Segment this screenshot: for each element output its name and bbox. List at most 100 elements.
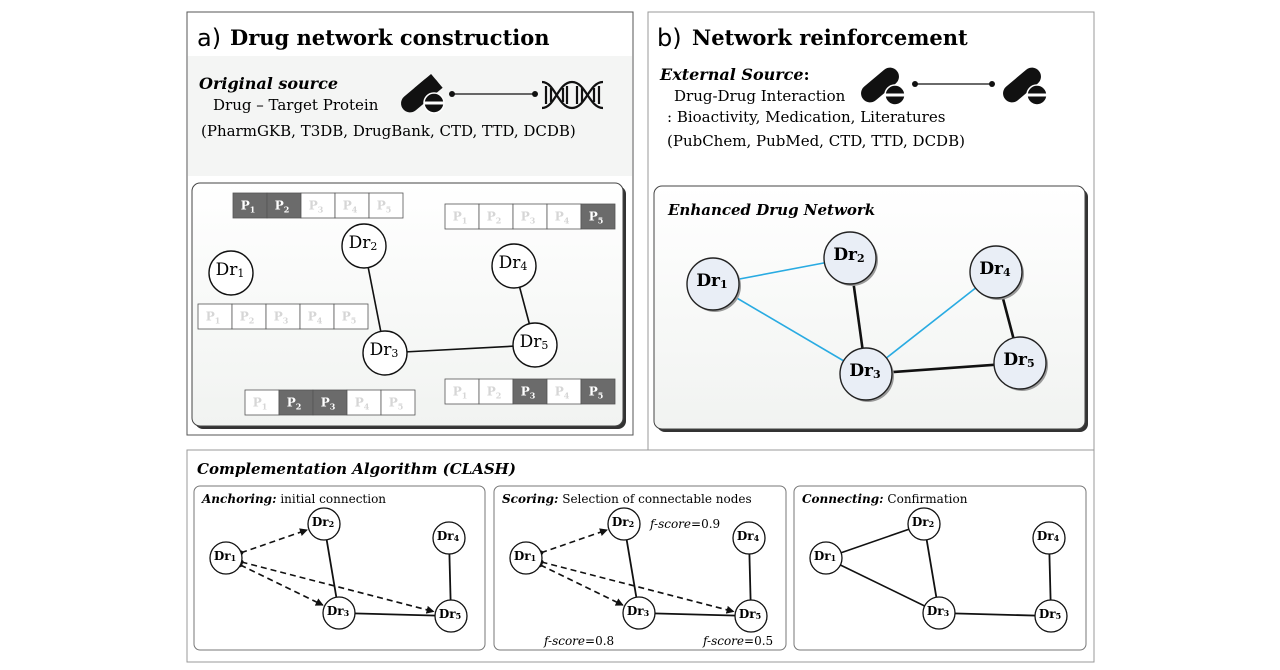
panel-a-relation: Drug – Target Protein (213, 96, 379, 114)
node-label: Dr3 (370, 340, 399, 360)
node-dr3: Dr3 (622, 596, 656, 630)
protein-cell (266, 192, 302, 219)
protein-cell (380, 389, 416, 416)
node-subscript: 5 (541, 339, 548, 352)
node-circle (432, 521, 466, 555)
protein-label: P4 (355, 396, 370, 412)
panel-a: a) Drug network construction Original so… (186, 11, 634, 436)
node-base: Dr (912, 515, 929, 529)
node-dr3: Dr3 (922, 596, 956, 630)
candidate-edge-dr2 (540, 528, 608, 554)
node-label: Dr5 (520, 332, 549, 352)
node-dr5: Dr5 (993, 336, 1048, 391)
node-subscript: 5 (1056, 611, 1062, 621)
node-label: Dr2 (912, 515, 934, 529)
candidate-edge-dr3 (240, 564, 324, 606)
node-circle (686, 257, 740, 311)
node-base: Dr (814, 549, 831, 563)
protein-label: P4 (308, 310, 323, 326)
panel-b-source-name: External Source (659, 65, 804, 84)
node-subscript: 3 (344, 608, 350, 618)
node-circle (809, 541, 843, 575)
node-label: Dr1 (514, 549, 536, 563)
node-dr4: Dr4 (491, 243, 537, 289)
node-circle (734, 599, 768, 633)
fscore-dr2: f-score=0.9 (649, 517, 720, 531)
protein-label: P3 (309, 199, 324, 215)
panel-a-databases: (PharmGKB, T3DB, DrugBank, CTD, TTD, DCD… (201, 122, 576, 140)
node-base: Dr (612, 515, 629, 529)
node-subscript: 4 (520, 260, 527, 273)
protein-cell (278, 389, 314, 416)
protein-label: P2 (287, 396, 302, 412)
panel-b-databases: (PubChem, PubMed, CTD, TTD, DCDB) (667, 132, 965, 150)
node-base: Dr (1039, 607, 1056, 621)
node-subscript: 5 (456, 611, 462, 621)
node-dr5: Dr5 (434, 599, 468, 633)
node-subscript: 4 (754, 533, 760, 543)
protein-label: P1 (241, 199, 256, 215)
protein-cell (512, 378, 548, 405)
protein-cell (580, 203, 616, 230)
node-dr3: Dr3 (839, 347, 894, 402)
panel-b-letter: b) (657, 24, 682, 52)
protein-label: P5 (589, 210, 604, 226)
edge-Dr3-Dr5 (638, 612, 752, 617)
node-dr2: Dr2 (307, 507, 341, 541)
node-circle (509, 541, 543, 575)
node-dr2: Dr2 (341, 223, 387, 269)
protein-cell (512, 203, 548, 230)
node-subscript: 2 (857, 252, 865, 265)
node-label: Dr5 (1039, 607, 1061, 621)
node-label: Dr1 (216, 260, 245, 280)
node-circle (434, 599, 468, 633)
fscore-dr3: f-score=0.8 (543, 634, 614, 648)
node-base: Dr (312, 515, 329, 529)
node-circle (362, 330, 408, 376)
node-circle (491, 243, 537, 289)
panel-a-source-label: Original source (199, 74, 338, 93)
node-dr4: Dr4 (732, 521, 766, 555)
protein-label: P5 (377, 199, 392, 215)
node-label: Dr3 (627, 604, 650, 618)
panel-b-evidence: : Bioactivity, Medication, Literatures (667, 108, 945, 126)
panel-b-relation: Drug-Drug Interaction (674, 87, 846, 105)
node-circle (922, 596, 956, 630)
node-subscript: 3 (873, 368, 881, 381)
node-label: Dr4 (979, 259, 1011, 279)
node-circle (209, 541, 243, 575)
node-subscript: 3 (644, 608, 650, 618)
node-base: Dr (1037, 529, 1054, 543)
node-base: Dr (833, 245, 858, 265)
node-subscript: 2 (629, 519, 635, 529)
protein-cell (580, 378, 616, 405)
node-subscript: 1 (231, 553, 237, 563)
node-subscript: 4 (454, 533, 460, 543)
node-circle (512, 322, 558, 368)
protein-label: P4 (555, 385, 570, 401)
relation-dot-right (532, 91, 538, 97)
tablet-icon (423, 92, 445, 114)
relation-dot-left (449, 91, 455, 97)
node-dr3: Dr3 (322, 596, 356, 630)
node-base: Dr (520, 332, 543, 352)
protein-cell (368, 192, 404, 219)
node-base: Dr (439, 607, 456, 621)
panel-c: Complementation Algorithm (CLASH) Anchor… (186, 449, 1095, 663)
protein-label: P1 (453, 210, 468, 226)
node-label: Dr1 (814, 549, 836, 563)
step-1: Anchoring: initial connectionDr1Dr2Dr3Dr… (193, 485, 486, 651)
node-circle (322, 596, 356, 630)
node-circle (839, 347, 893, 401)
candidate-edge-dr5 (541, 561, 735, 614)
protein-cell (231, 303, 267, 330)
pill-icon (1003, 67, 1041, 103)
protein-cell (334, 192, 370, 219)
panel-b-source-label: External Source: (659, 65, 810, 84)
candidate-edge-dr2 (240, 528, 308, 554)
panel-b-title: Network reinforcement (692, 25, 968, 50)
protein-label: P3 (521, 385, 536, 401)
